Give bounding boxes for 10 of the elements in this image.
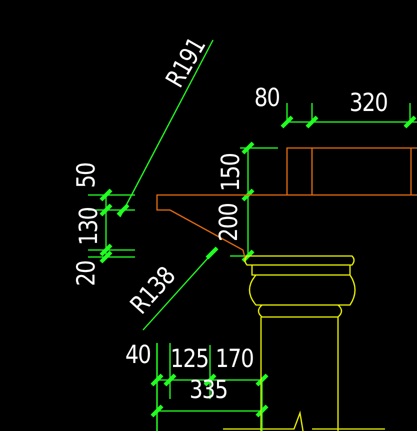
dimension-text: 170: [214, 346, 253, 370]
dimension-text: 80: [254, 84, 280, 110]
dimension-text: 200: [215, 203, 240, 241]
dimension-text: 320: [348, 90, 387, 114]
dimension-text: 40: [125, 342, 151, 366]
dimension-text: 50: [73, 162, 98, 188]
dimension-text: 20: [73, 260, 98, 286]
dimension-text: 130: [75, 207, 100, 245]
dimension-text: 150: [217, 153, 242, 191]
dimension-text: 125: [170, 346, 208, 370]
